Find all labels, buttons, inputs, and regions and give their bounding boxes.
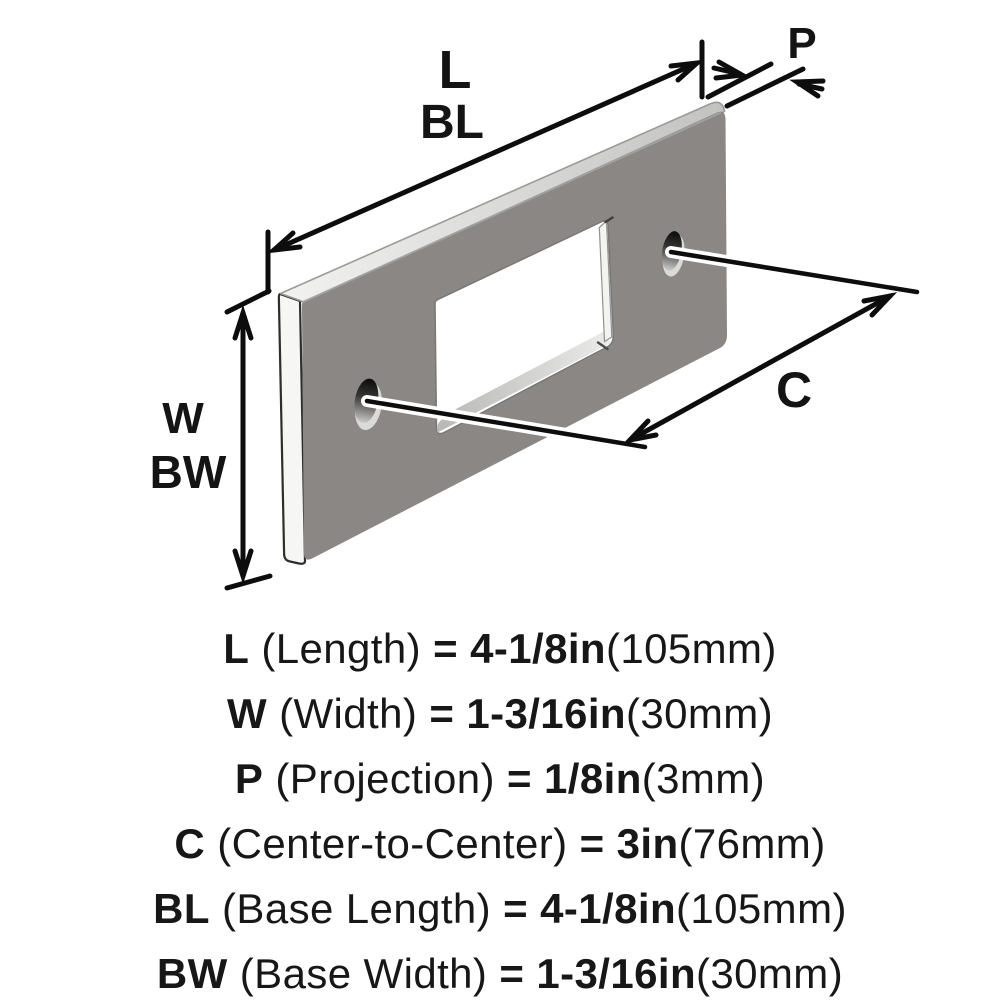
legend-value-in: 4-1/8in (470, 625, 606, 672)
leader-right-line (668, 249, 920, 295)
legend-name: (Base Width) (239, 950, 488, 997)
legend-equals: = (429, 690, 455, 737)
backplate-illustration (277, 101, 728, 565)
legend-value-mm: (105mm) (676, 885, 847, 932)
dim-c-arrow-bottom (622, 418, 659, 444)
dim-l-line (271, 60, 700, 253)
legend-code: C (174, 820, 206, 867)
plate-cutout (434, 216, 615, 435)
legend-value-mm: (3mm) (641, 755, 766, 802)
legend-value-in: 3in (616, 820, 679, 867)
legend-equals: = (499, 950, 525, 997)
cutout-corner-notch-bottom (596, 341, 609, 351)
dimension-width (224, 288, 273, 591)
leader-left-line (364, 398, 648, 450)
legend-equals: = (579, 820, 605, 867)
legend-value-in: 4-1/8in (540, 885, 677, 932)
legend-row-base-width: BW (Base Width) = 1-3/16in(30mm) (157, 941, 843, 1000)
dim-p-slash-1 (705, 61, 774, 100)
legend-name: (Length) (261, 625, 421, 672)
legend-equals: = (507, 755, 532, 802)
label-base-length: BL (420, 96, 484, 149)
label-center-to-center: C (776, 362, 812, 418)
legend-row-width: W (Width) = 1-3/16in(30mm) (227, 681, 773, 746)
dim-l-arrow-right (668, 59, 705, 83)
legend-value-mm: (30mm) (696, 950, 844, 997)
label-projection: P (787, 19, 816, 68)
legend-equals: = (503, 885, 529, 932)
legend-value-in: 1/8in (544, 755, 642, 802)
dim-w-tick-bottom (224, 573, 273, 591)
cutout-bottom-wall (436, 331, 611, 433)
cutout-opening (434, 220, 615, 435)
legend-code: BL (153, 885, 210, 932)
legend-code: L (223, 625, 250, 672)
leader-lines (361, 246, 923, 453)
legend-value-mm: (30mm) (625, 690, 774, 737)
dim-p-slash-2 (724, 66, 806, 109)
legend-name: (Width) (279, 690, 418, 737)
legend-row-projection: P (Projection) = 1/8in(3mm) (235, 746, 765, 811)
dimension-projection (705, 59, 826, 109)
dim-l-arrow-left (266, 230, 303, 254)
label-length: L (439, 40, 472, 100)
legend-code: BW (156, 950, 228, 997)
dimension-length (265, 39, 705, 295)
dim-p-arrow-in-head (713, 59, 750, 81)
label-width: W (162, 394, 204, 443)
dim-w-arrow-top (232, 304, 254, 341)
legend-row-length: L (Length) = 4-1/8in(105mm) (223, 616, 777, 681)
plate-side-face (277, 292, 307, 565)
dim-w-tick-top (224, 288, 272, 315)
legend-equals: = (433, 625, 459, 672)
dim-p-arrow-out-head (789, 78, 826, 99)
legend-name: (Center-to-Center) (217, 820, 568, 867)
legend-value-in: 1-3/16in (536, 950, 697, 997)
dim-w-arrow-bottom (232, 548, 254, 585)
cutout-corner-notch-top (604, 216, 614, 224)
legend-value-mm: (76mm) (678, 820, 826, 867)
cutout-right-wall (598, 219, 613, 343)
dim-c-line (627, 293, 893, 443)
dimension-legend: L (Length) = 4-1/8in(105mm) W (Width) = … (0, 616, 1000, 1000)
legend-value-in: 1-3/16in (466, 690, 626, 737)
label-base-width: BW (150, 446, 227, 498)
dimension-lines (224, 39, 898, 591)
dimension-center-to-center (622, 292, 898, 444)
legend-row-base-length: BL (Base Length) = 4-1/8in(105mm) (153, 876, 847, 941)
legend-name: (Base Length) (222, 885, 492, 932)
dim-c-arrow-top (861, 292, 898, 318)
legend-value-mm: (105mm) (605, 625, 777, 672)
legend-name: (Projection) (275, 755, 495, 802)
legend-code: W (226, 690, 268, 737)
legend-row-center-to-center: C (Center-to-Center) = 3in(76mm) (174, 811, 825, 876)
legend-code: P (234, 755, 264, 802)
plate-top-highlight (302, 111, 722, 303)
